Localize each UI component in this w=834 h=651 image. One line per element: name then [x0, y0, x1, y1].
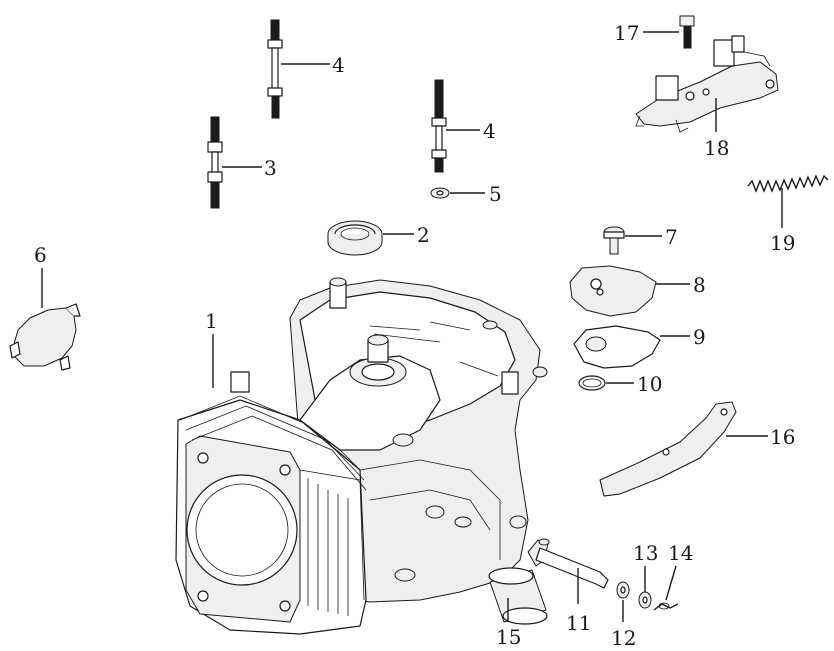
- part-4-stud-right: [431, 79, 447, 173]
- callout-9: 9: [693, 325, 706, 349]
- part-2-oil-seal: [327, 220, 383, 256]
- part-12-washer: [616, 581, 630, 599]
- part-4-stud-top: [267, 19, 283, 119]
- part-5-washer: [430, 187, 450, 199]
- callout-18: 18: [704, 136, 729, 160]
- callout-10: 10: [637, 372, 662, 396]
- callout-1: 1: [205, 309, 218, 333]
- part-14-spring-pin: [653, 602, 679, 611]
- callout-2: 2: [417, 223, 430, 247]
- part-7-bolt: [603, 226, 625, 255]
- callout-4-top: 4: [332, 53, 345, 77]
- callout-6: 6: [34, 243, 47, 267]
- part-10-o-ring: [578, 375, 606, 391]
- callout-16: 16: [770, 425, 795, 449]
- leader-14: [665, 565, 677, 601]
- callout-14: 14: [668, 541, 693, 565]
- part-8-cover-plate: [569, 265, 657, 317]
- callout-15: 15: [496, 625, 521, 649]
- callout-12: 12: [611, 626, 636, 650]
- part-17-bolt: [679, 15, 695, 49]
- callout-17: 17: [614, 21, 639, 45]
- part-19-spring: [747, 174, 829, 193]
- part-11-shaft: [527, 538, 609, 589]
- part-13-clip: [638, 591, 652, 609]
- callout-4-right: 4: [483, 119, 496, 143]
- callout-7: 7: [665, 225, 678, 249]
- part-6-cap: [9, 303, 81, 371]
- callout-19: 19: [770, 231, 795, 255]
- part-15-pin: [488, 567, 548, 625]
- callout-8: 8: [693, 273, 706, 297]
- part-16-guide: [599, 401, 737, 497]
- part-9-gasket: [573, 325, 661, 369]
- part-3-stud: [207, 116, 223, 209]
- callout-5: 5: [489, 182, 502, 206]
- part-1-crankcase: [175, 277, 548, 635]
- callout-13: 13: [633, 541, 658, 565]
- callout-3: 3: [264, 156, 277, 180]
- callout-11: 11: [566, 611, 591, 635]
- part-18-bracket: [635, 35, 779, 133]
